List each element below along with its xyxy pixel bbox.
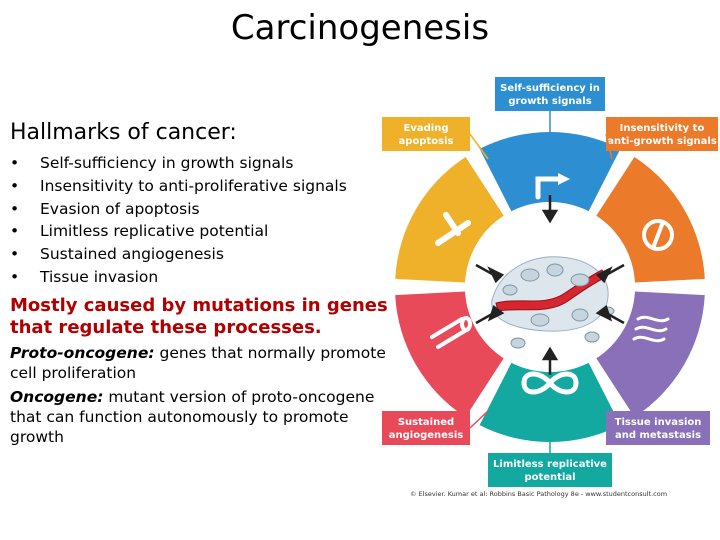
oncogene-term: Oncogene: — [10, 387, 104, 406]
text-column: Hallmarks of cancer: Self-sufficiency in… — [10, 120, 390, 447]
label-line: Sustained — [398, 417, 454, 428]
invasion-symbol-icon — [632, 315, 670, 343]
label-box — [382, 411, 470, 445]
proto-oncogene-definition: Proto-oncogene: genes that normally prom… — [10, 343, 390, 383]
segment-angiogenesis — [395, 291, 504, 417]
label-top: Self-sufficiency in growth signals — [495, 77, 605, 111]
label-line: potential — [524, 472, 575, 483]
inward-arrows — [475, 195, 625, 375]
label-box — [495, 77, 605, 111]
label-line: angiogenesis — [389, 430, 464, 441]
label-top-right: Insensitivity to anti-growth signals — [606, 117, 718, 151]
label-top-left: Evading apoptosis — [382, 117, 470, 151]
segment-symbols — [430, 173, 674, 395]
label-line: anti-growth signals — [607, 136, 717, 147]
list-item: Self-sufficiency in growth signals — [10, 152, 390, 175]
label-box — [606, 117, 718, 151]
segment-replicative — [479, 362, 621, 442]
arrow-bottom-icon — [541, 346, 559, 375]
label-line: Tissue invasion — [615, 417, 702, 428]
label-bottom-right: Tissue invasion and metastasis — [606, 411, 710, 445]
label-bottom-left: Sustained angiogenesis — [382, 411, 470, 445]
proto-oncogene-text: genes that normally promote cell prolife… — [10, 343, 386, 382]
tumor-cells-illustration — [491, 256, 615, 349]
growth-signal-symbol-icon — [535, 173, 570, 200]
segment-growth-signals — [479, 132, 621, 212]
label-connectors — [469, 111, 613, 453]
arrow-top-icon — [541, 195, 559, 224]
apoptosis-symbol-icon — [435, 212, 471, 246]
arrow-lower-right-icon — [595, 304, 625, 325]
segment-invasion — [596, 291, 705, 417]
arrow-right-icon — [595, 263, 625, 284]
oncogene-text: mutant version of proto-oncogene that ca… — [10, 387, 375, 446]
arrow-left-icon — [475, 263, 505, 284]
label-line: apoptosis — [399, 136, 454, 147]
label-line: Self-sufficiency in — [500, 83, 600, 94]
label-bottom: Limitless replicative potential — [488, 453, 612, 487]
infinity-symbol-icon — [521, 371, 579, 395]
arrow-lower-left-icon — [475, 304, 505, 325]
hallmarks-diagram: Self-sufficiency in growth signals Evadi… — [382, 77, 718, 498]
diagram-credit: © Elsevier. Kumar et al: Robbins Basic P… — [410, 490, 667, 498]
list-item: Limitless replicative potential — [10, 220, 390, 243]
label-box — [488, 453, 612, 487]
hallmarks-heading: Hallmarks of cancer: — [10, 120, 237, 145]
label-line: Limitless replicative — [493, 459, 607, 470]
hallmarks-list: Self-sufficiency in growth signals Insen… — [10, 152, 390, 289]
list-item: Sustained angiogenesis — [10, 243, 390, 266]
mutations-statement: Mostly caused by mutations in genes that… — [10, 294, 388, 338]
label-line: and metastasis — [615, 430, 701, 441]
oncogene-definition: Oncogene: mutant version of proto-oncoge… — [10, 387, 390, 447]
label-line: Evading — [404, 123, 449, 134]
list-item: Insensitivity to anti-proliferative sign… — [10, 175, 390, 198]
list-item: Tissue invasion — [10, 266, 390, 289]
label-line: Insensitivity to — [620, 123, 705, 134]
label-box — [382, 117, 470, 151]
slide-title: Carcinogenesis — [230, 8, 490, 48]
label-line: growth signals — [508, 96, 591, 107]
label-box — [606, 411, 710, 445]
angiogenesis-symbol-icon — [430, 316, 472, 349]
segment-insensitivity — [596, 157, 705, 283]
proto-oncogene-term: Proto-oncogene: — [10, 343, 155, 362]
antigrowth-symbol-icon — [642, 219, 674, 251]
list-item: Evasion of apoptosis — [10, 198, 390, 221]
